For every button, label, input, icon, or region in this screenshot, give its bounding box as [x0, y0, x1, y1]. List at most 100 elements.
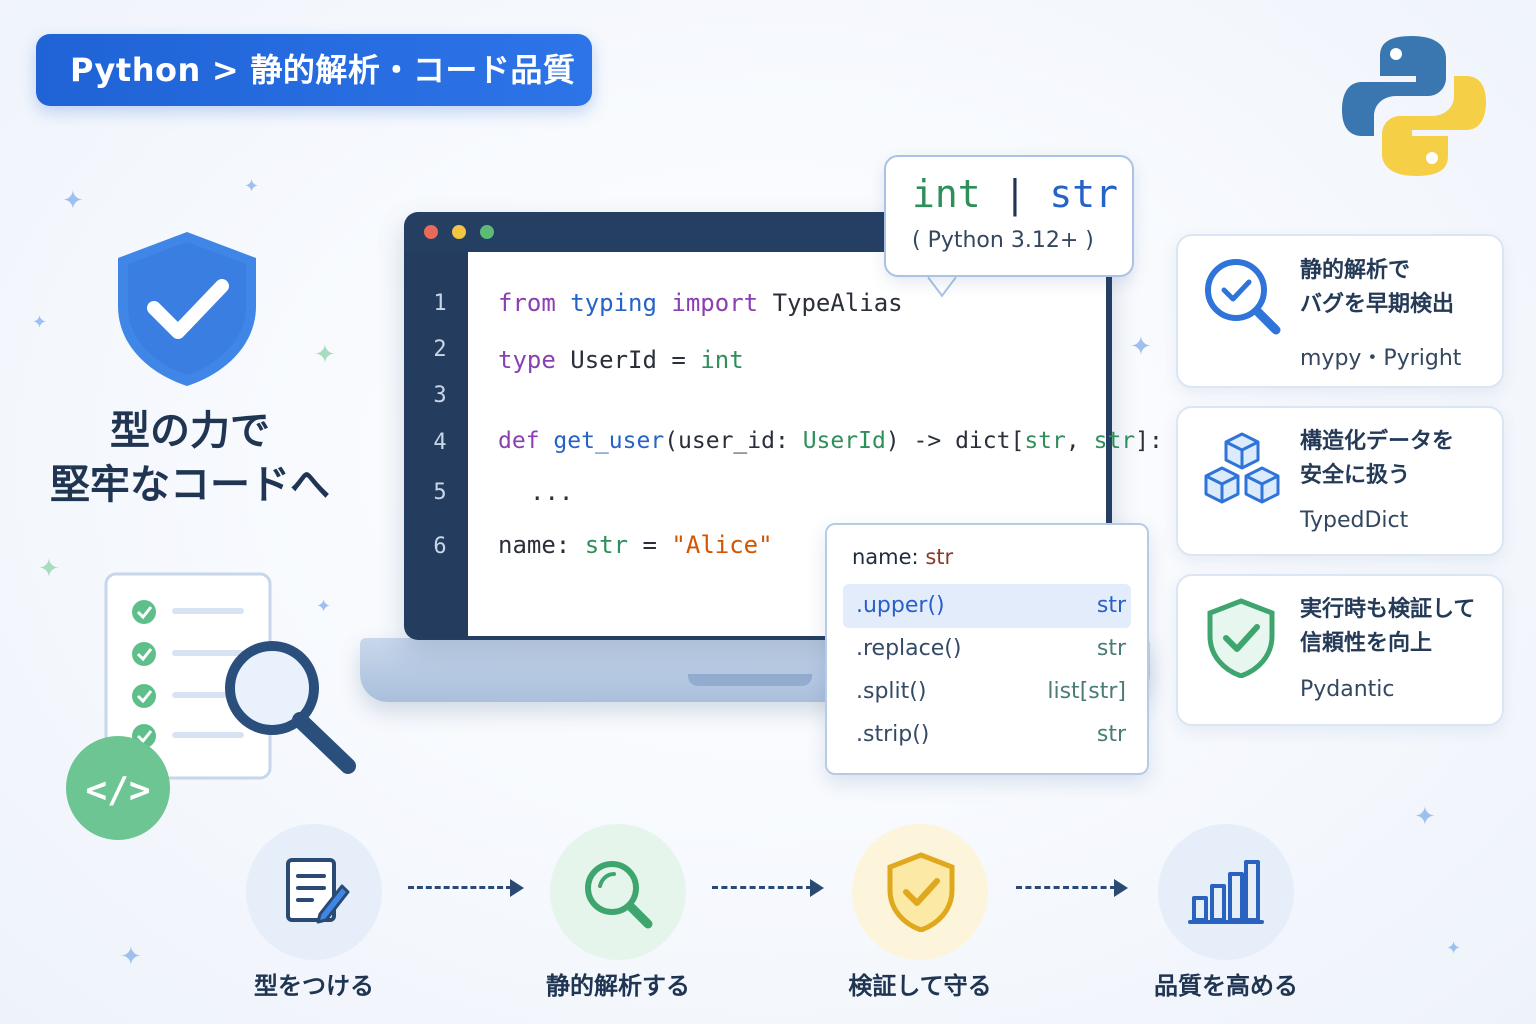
autocomplete-item-type: str	[1096, 593, 1126, 618]
keyword: from	[498, 289, 556, 317]
autocomplete-popup	[825, 523, 1149, 775]
window-close-dot[interactable]	[424, 225, 438, 239]
punctuation: :	[555, 531, 571, 559]
window-maximize-dot[interactable]	[480, 225, 494, 239]
step-label: 型をつける	[254, 972, 374, 1000]
operator: =	[671, 346, 686, 374]
union-bar: |	[1003, 172, 1027, 216]
breadcrumb-language: Python	[70, 51, 201, 89]
code-line-4: def get_user(user_id: UserId) -> dict[st…	[498, 428, 1163, 454]
step-label: 検証して守る	[848, 972, 992, 1000]
card-subtitle: mypy・Pyright	[1300, 346, 1462, 371]
module-name: typing	[570, 289, 657, 317]
line-number: 1	[433, 291, 447, 316]
autocomplete-selected-row[interactable]	[843, 584, 1131, 628]
card-title: 静的解析でバグを早期検出	[1300, 254, 1490, 322]
identifier: TypeAlias	[772, 289, 903, 317]
autocomplete-header: name: str	[852, 545, 953, 569]
card-subtitle: Pydantic	[1300, 677, 1395, 702]
code-line-2: type UserId = int	[498, 346, 744, 374]
punctuation: ,	[1065, 428, 1080, 454]
line-number: 5	[433, 480, 447, 505]
keyword: import	[671, 289, 759, 317]
variable-type: str	[925, 545, 954, 569]
edit-document-icon	[286, 858, 350, 924]
flow-arrowhead	[1114, 879, 1128, 897]
sparkle-icon: ✦	[244, 176, 260, 197]
code-gutter	[404, 252, 468, 638]
flow-arrow	[1016, 886, 1116, 893]
function-name: get_user	[553, 428, 665, 454]
flow-arrowhead	[510, 879, 524, 897]
type-name: str	[1024, 428, 1066, 454]
card-title-line: 安全に扱う	[1300, 463, 1411, 488]
keyword: type	[498, 346, 556, 374]
shield-check-icon	[118, 232, 256, 386]
autocomplete-item-method[interactable]: .upper()	[856, 593, 945, 618]
line-number: 4	[433, 430, 447, 455]
type-name: str	[1093, 428, 1136, 454]
parameter: user_id	[678, 428, 775, 454]
card-title: 構造化データを安全に扱う	[1300, 425, 1490, 493]
punctuation: :	[774, 428, 789, 454]
version-note: ( Python 3.12+ )	[912, 228, 1094, 253]
variable-name: name:	[852, 545, 919, 569]
keyword: def	[498, 428, 540, 454]
line-number: 6	[433, 534, 447, 559]
card-title: 実行時も検証して信頼性を向上	[1300, 593, 1490, 661]
step-circle	[550, 824, 686, 960]
card-title-line: 信頼性を向上	[1300, 631, 1433, 656]
magnifier-check-icon	[1205, 259, 1281, 335]
autocomplete-item-method[interactable]: .replace()	[856, 636, 962, 661]
flow-arrow	[712, 886, 812, 893]
window-minimize-dot[interactable]	[452, 225, 466, 239]
checklist-illustration: </>	[66, 572, 356, 840]
sparkle-icon: ✦	[120, 942, 142, 972]
line-number: 3	[433, 383, 447, 408]
shield-check-icon	[1207, 598, 1275, 678]
union-type: int | str	[912, 172, 1118, 216]
search-icon	[585, 861, 653, 929]
sparkle-icon: ✦	[32, 312, 48, 333]
punctuation: (	[664, 428, 679, 454]
type-name: str	[1049, 172, 1118, 216]
hero-title-line1: 型の力で	[110, 408, 270, 454]
shield-check-icon	[887, 852, 955, 932]
step-label: 静的解析する	[546, 972, 690, 1000]
autocomplete-item-method[interactable]: .split()	[856, 679, 927, 704]
laptop-notch	[688, 674, 812, 686]
code-line-5: ...	[530, 478, 574, 506]
code-line-6: name: str = "Alice"	[498, 531, 773, 559]
punctuation: [	[1010, 428, 1025, 454]
sparkle-icon: ✦	[1414, 802, 1436, 832]
step-label: 品質を高める	[1154, 972, 1298, 1000]
type-hint-bubble	[884, 155, 1134, 277]
bar-chart-icon	[1188, 860, 1264, 924]
svg-text:</>: </>	[85, 770, 150, 811]
card-title-line: 実行時も検証して	[1300, 597, 1476, 622]
autocomplete-item-method[interactable]: .strip()	[856, 722, 930, 747]
python-logo-icon	[1342, 36, 1486, 176]
type-name: dict	[955, 428, 1011, 454]
breadcrumb-topic: 静的解析・コード品質	[250, 51, 576, 89]
card-title-line: 静的解析で	[1300, 258, 1411, 283]
sparkle-icon: ✦	[314, 340, 336, 370]
type-name: UserId	[802, 428, 886, 454]
string-literal: "Alice"	[671, 531, 773, 559]
line-number: 2	[433, 337, 447, 362]
punctuation: )	[885, 428, 900, 454]
operator: ->	[913, 428, 942, 454]
flow-arrow	[408, 886, 512, 893]
sparkle-icon: ✦	[62, 186, 84, 216]
punctuation: ]:	[1135, 428, 1163, 454]
type-name: int	[700, 346, 744, 374]
code-line-1: from typing import TypeAlias	[498, 289, 903, 317]
autocomplete-item-type: str	[1096, 722, 1126, 747]
card-title-line: バグを早期検出	[1300, 292, 1455, 317]
autocomplete-item-type: list[str]	[1047, 679, 1126, 704]
sparkle-icon: ✦	[1446, 938, 1462, 959]
breadcrumb[interactable]: Python > 静的解析・コード品質	[36, 34, 592, 106]
identifier: UserId	[570, 346, 657, 374]
card-title-line: 構造化データを	[1300, 429, 1455, 454]
breadcrumb-separator: >	[211, 51, 240, 89]
